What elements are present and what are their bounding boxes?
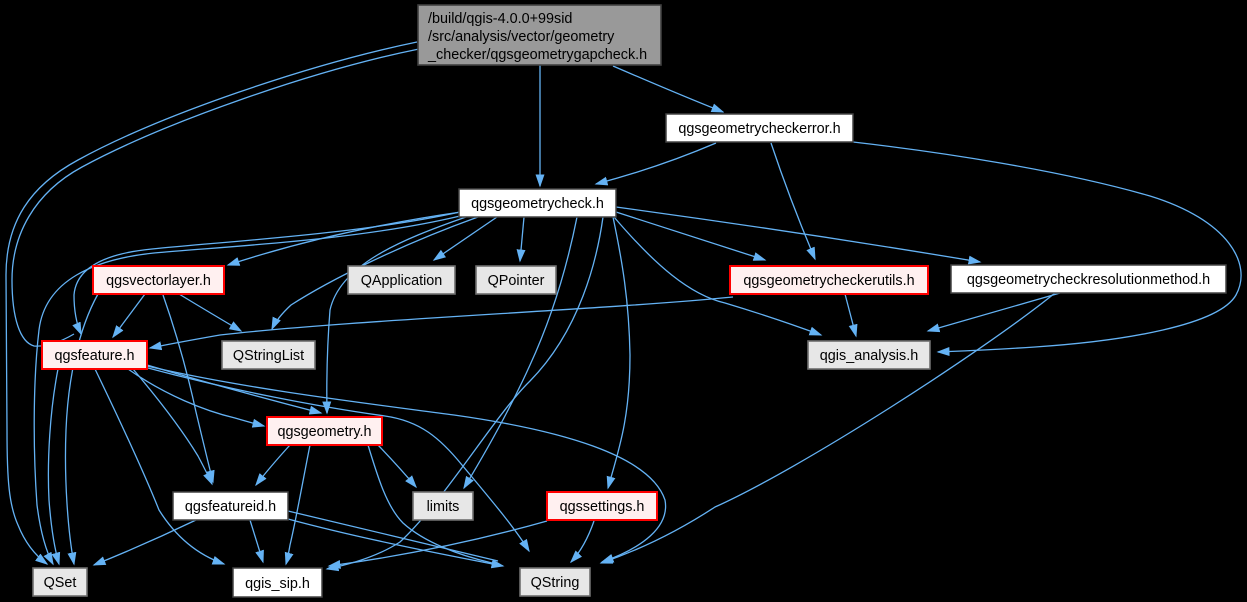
svg-text:qgsgeometrycheckerutils.h: qgsgeometrycheckerutils.h [743,273,914,289]
svg-text:QApplication: QApplication [361,273,443,289]
svg-text:/src/analysis/vector/geometry: /src/analysis/vector/geometry [428,29,615,45]
svg-text:QString: QString [531,575,580,591]
svg-text:/build/qgis-4.0.0+99sid: /build/qgis-4.0.0+99sid [428,11,572,27]
svg-text:qgsvectorlayer.h: qgsvectorlayer.h [106,273,211,289]
svg-text:QStringList: QStringList [233,348,304,364]
svg-text:qgsfeatureid.h: qgsfeatureid.h [185,499,276,515]
svg-text:qgsgeometrycheckresolutionmeth: qgsgeometrycheckresolutionmethod.h [967,272,1210,288]
svg-text:qgsgeometrycheck.h: qgsgeometrycheck.h [471,196,604,212]
svg-text:QSet: QSet [44,575,77,591]
svg-text:QPointer: QPointer [488,273,545,289]
svg-text:qgis_sip.h: qgis_sip.h [245,576,310,592]
svg-text:qgsfeature.h: qgsfeature.h [54,348,134,364]
svg-text:qgssettings.h: qgssettings.h [560,499,645,515]
svg-text:qgsgeometry.h: qgsgeometry.h [277,424,371,440]
svg-text:_checker/qgsgeometrygapcheck.h: _checker/qgsgeometrygapcheck.h [427,47,647,63]
svg-text:qgsgeometrycheckerror.h: qgsgeometrycheckerror.h [678,121,840,137]
svg-text:qgis_analysis.h: qgis_analysis.h [820,348,918,364]
svg-text:limits: limits [427,499,460,515]
